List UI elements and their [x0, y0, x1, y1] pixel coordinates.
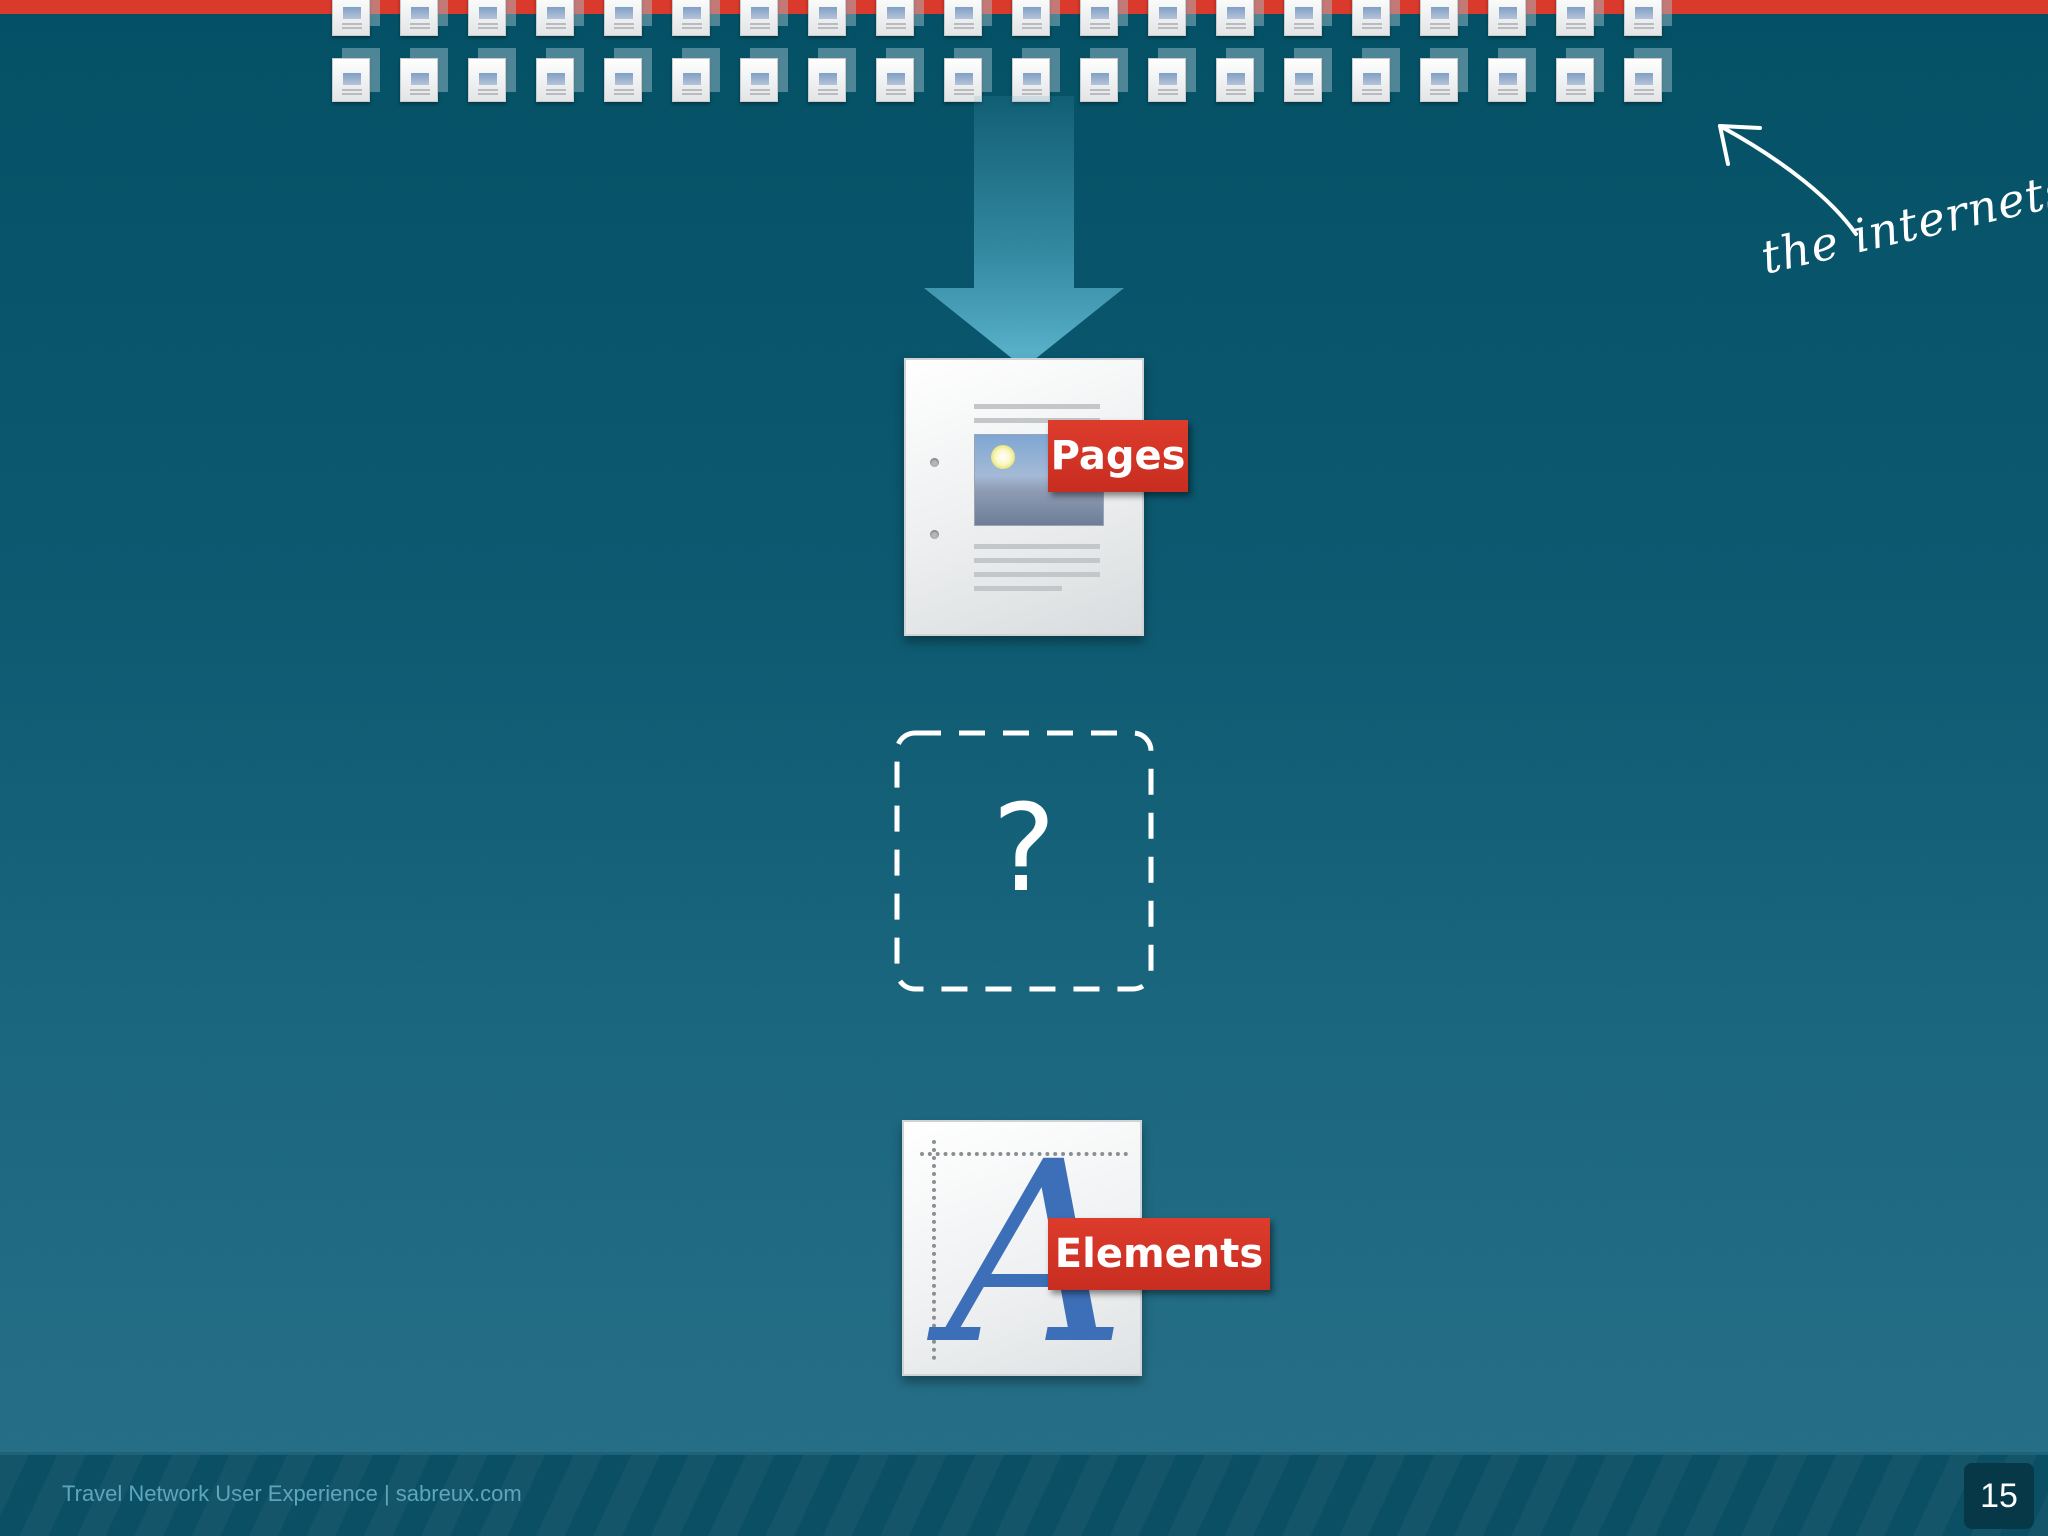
page-thumbnail-icon [1488, 58, 1526, 102]
page-thumbnail-icon [604, 0, 642, 36]
page-thumbnail-icon [740, 58, 778, 102]
page-thumbnail-icon [1284, 58, 1322, 102]
page-thumbnail-icon [808, 0, 846, 36]
page-thumbnail-icon [1556, 0, 1594, 36]
question-mark: ? [992, 780, 1056, 919]
hand-drawn-arrow-icon [1718, 124, 1858, 236]
thumbnail-row [332, 0, 1662, 36]
page-thumbnail-icon [536, 58, 574, 102]
page-thumbnail-icon [536, 0, 574, 36]
page-thumbnail-icon [672, 58, 710, 102]
elements-label: Elements [1048, 1218, 1270, 1290]
thumbnail-row [332, 58, 1662, 102]
thumbnail-grid [332, 0, 1708, 106]
guide-line-horizontal [920, 1152, 1128, 1156]
page-thumbnail-icon [1420, 58, 1458, 102]
page-thumbnail-icon [604, 58, 642, 102]
guide-line-vertical [932, 1140, 936, 1360]
page-thumbnail-icon [1352, 0, 1390, 36]
page-number-badge: 15 [1964, 1463, 2034, 1529]
text-line [974, 586, 1062, 591]
page-thumbnail-icon [468, 58, 506, 102]
page-thumbnail-icon [1012, 58, 1050, 102]
page-thumbnail-icon [332, 58, 370, 102]
text-line [974, 572, 1100, 577]
page-thumbnail-icon [1080, 0, 1118, 36]
page-thumbnail-icon [468, 0, 506, 36]
page-thumbnail-icon [944, 58, 982, 102]
page-thumbnail-icon [1420, 0, 1458, 36]
page-thumbnail-icon [1216, 0, 1254, 36]
page-thumbnail-icon [944, 0, 982, 36]
punch-hole [930, 530, 939, 539]
page-thumbnail-icon [876, 58, 914, 102]
page-thumbnail-icon [1624, 0, 1662, 36]
slide-footer: Travel Network User Experience | sabreux… [0, 1452, 2048, 1536]
page-thumbnail-icon [1556, 58, 1594, 102]
pages-label: Pages [1048, 420, 1188, 492]
text-line [974, 418, 1100, 423]
page-thumbnail-icon [1488, 0, 1526, 36]
page-thumbnail-icon [1148, 58, 1186, 102]
page-thumbnail-icon [400, 58, 438, 102]
footer-text: Travel Network User Experience | sabreux… [62, 1481, 522, 1506]
page-thumbnail-icon [1012, 0, 1050, 36]
text-line [974, 404, 1100, 409]
page-thumbnail-icon [876, 0, 914, 36]
page-thumbnail-icon [1624, 58, 1662, 102]
page-thumbnail-icon [740, 0, 778, 36]
page-thumbnail-icon [1352, 58, 1390, 102]
page-thumbnail-icon [1216, 58, 1254, 102]
page-thumbnail-icon [400, 0, 438, 36]
text-line [974, 558, 1100, 563]
unknown-placeholder-box [894, 730, 1154, 992]
page-thumbnail-icon [1148, 0, 1186, 36]
page-thumbnail-icon [1284, 0, 1322, 36]
page-thumbnail-icon [808, 58, 846, 102]
page-thumbnail-icon [672, 0, 710, 36]
text-line [974, 544, 1100, 549]
page-thumbnail-icon [332, 0, 370, 36]
sun-icon [991, 445, 1015, 469]
page-thumbnail-icon [1080, 58, 1118, 102]
down-arrow-icon [924, 96, 1124, 368]
document-page-icon [904, 358, 1144, 636]
punch-hole [930, 458, 939, 467]
